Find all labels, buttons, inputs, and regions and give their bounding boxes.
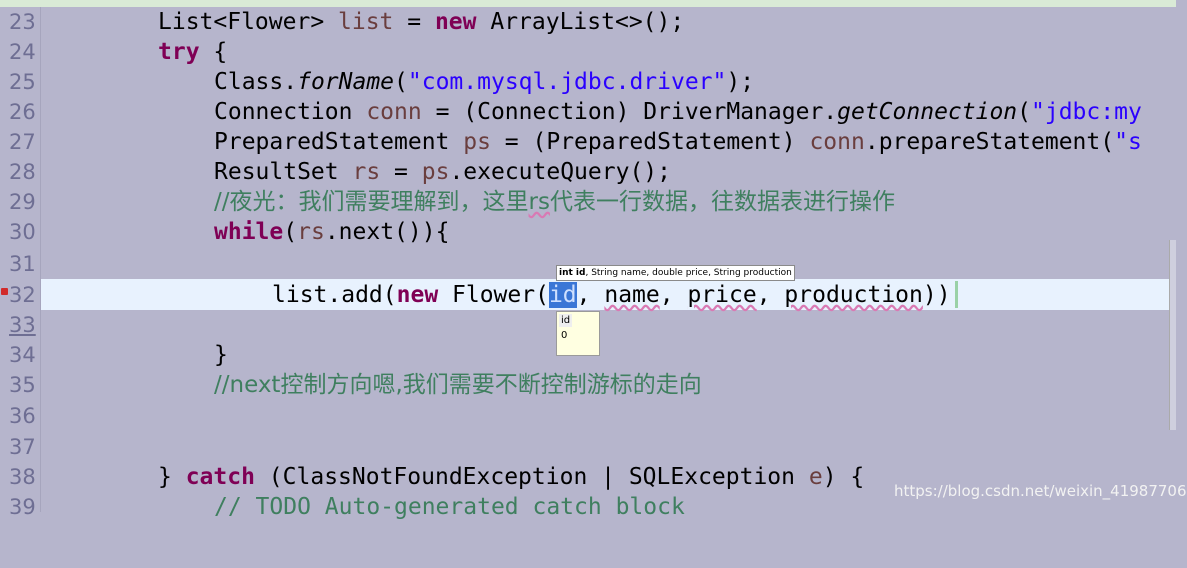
error-marker-icon[interactable] — [1, 288, 8, 295]
completion-item[interactable]: id — [559, 314, 573, 327]
line-number: 35 — [9, 373, 36, 397]
line-number: 33 — [9, 313, 36, 337]
code-line: 39 // TODO Auto-generated catch block — [0, 492, 1176, 522]
code-text: Connection conn = (Connection) DriverMan… — [214, 99, 1142, 125]
code-line: 26 Connection conn = (Connection) Driver… — [0, 97, 1176, 127]
line-number: 30 — [9, 220, 36, 244]
code-line: 34 } — [0, 340, 1176, 370]
code-comment: //夜光：我们需要理解到，这里rs代表一行数据，往数据表进行操作 — [214, 189, 895, 215]
code-line: 30 while(rs.next()){ — [0, 217, 1176, 247]
parameter-hint-tooltip: int id, String name, double price, Strin… — [556, 265, 795, 281]
code-line: 25 Class.forName("com.mysql.jdbc.driver"… — [0, 67, 1176, 97]
code-comment: //next控制方向嗯,我们需要不断控制游标的走向 — [214, 372, 702, 398]
code-line: 35 //next控制方向嗯,我们需要不断控制游标的走向 — [0, 370, 1176, 400]
line-number: 23 — [9, 10, 36, 34]
tooltip-rest: , String name, double price, String prod… — [585, 268, 792, 278]
code-text: } — [214, 342, 228, 368]
code-text: while(rs.next()){ — [214, 219, 450, 245]
line-number: 26 — [9, 100, 36, 124]
code-text: } catch (ClassNotFoundException | SQLExc… — [158, 464, 865, 490]
linked-mode-exit-marker — [955, 281, 958, 308]
line-number: 24 — [9, 40, 36, 64]
code-text: try { — [158, 39, 228, 65]
code-text: Class.forName("com.mysql.jdbc.driver"); — [214, 69, 755, 95]
line-number: 27 — [9, 130, 36, 154]
line-number: 38 — [9, 465, 36, 489]
param-production: production — [784, 282, 923, 308]
code-line: 24 try { — [0, 37, 1176, 67]
line-number: 37 — [9, 435, 36, 459]
line-number-gutter — [0, 7, 41, 512]
code-line: 29 //夜光：我们需要理解到，这里rs代表一行数据，往数据表进行操作 — [0, 187, 1176, 217]
code-line: 36 — [0, 401, 1176, 431]
line-number: 34 — [9, 343, 36, 367]
code-text: ResultSet rs = ps.executeQuery(); — [214, 159, 671, 185]
param-price: price — [687, 282, 757, 308]
vertical-scrollbar[interactable] — [1169, 240, 1176, 430]
code-line: 27 PreparedStatement ps = (PreparedState… — [0, 127, 1176, 157]
line-number: 39 — [9, 495, 36, 519]
line-number: 36 — [9, 404, 36, 428]
code-line: 23 List<Flower> list = new ArrayList<>()… — [0, 7, 1176, 37]
code-line: 31 — [0, 249, 1176, 279]
line-number: 28 — [9, 160, 36, 184]
line-number: 32 — [9, 283, 36, 307]
code-line: 28 ResultSet rs = ps.executeQuery(); — [0, 157, 1176, 187]
code-line: 33 — [0, 310, 1176, 340]
param-id-selected: id — [548, 282, 577, 308]
code-text: List<Flower> list = new ArrayList<>(); — [158, 9, 685, 35]
top-border — [0, 0, 1176, 7]
code-line: 38 } catch (ClassNotFoundException | SQL… — [0, 462, 1176, 492]
line-number: 31 — [9, 252, 36, 276]
param-name: name — [604, 282, 660, 308]
completion-item[interactable]: 0 — [561, 330, 568, 341]
line-number: 25 — [9, 70, 36, 94]
code-line: 37 — [0, 432, 1176, 462]
watermark: https://blog.csdn.net/weixin_41987706 — [894, 482, 1187, 500]
code-text[interactable]: list.add(new Flower(id, name, price, pro… — [272, 282, 951, 308]
code-comment: // TODO Auto-generated catch block — [214, 494, 685, 520]
code-line-current: 32 list.add(new Flower(id, name, price, … — [0, 280, 1176, 310]
current-line-highlight — [41, 279, 1176, 310]
line-number: 29 — [9, 190, 36, 214]
completion-popup[interactable]: id 0 — [556, 311, 600, 356]
tooltip-current-param: int id — [559, 268, 586, 278]
code-text: PreparedStatement ps = (PreparedStatemen… — [214, 129, 1142, 155]
